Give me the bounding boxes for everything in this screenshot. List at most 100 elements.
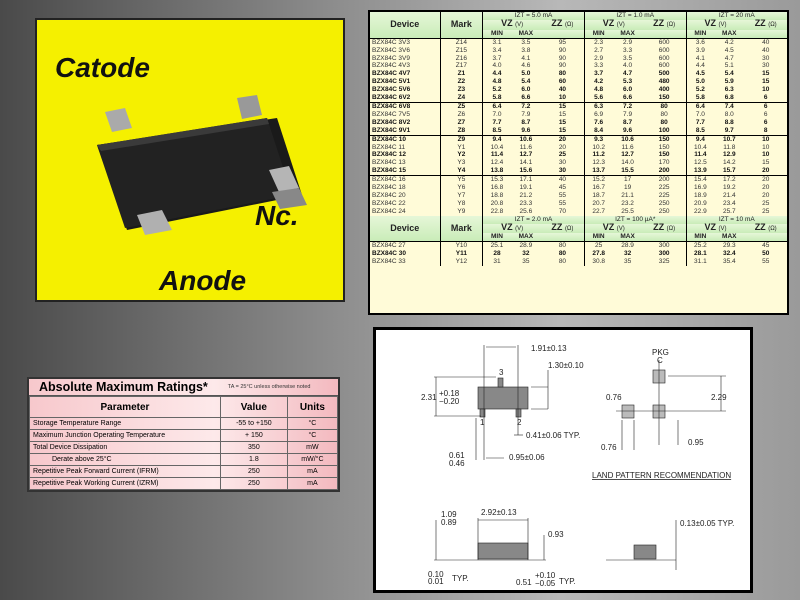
cell: 6.3	[583, 101, 613, 111]
rating-value: + 150	[219, 429, 288, 442]
dim-width: 1.91±0.13	[531, 344, 567, 353]
cell: 25	[762, 207, 770, 215]
catode-label: Catode	[55, 52, 150, 83]
cell: BZX84C 15	[372, 167, 406, 175]
cell: 28.1	[685, 250, 715, 259]
cell: 250	[658, 199, 670, 207]
cell: 30	[762, 62, 770, 70]
cell: Z6	[439, 110, 483, 119]
cell: Y6	[439, 184, 483, 192]
side-dim-min: 0.89	[441, 518, 457, 527]
cell: 17.2	[714, 175, 745, 185]
dim-pitch: 0.95±0.06	[509, 453, 545, 462]
cell: 12.7	[519, 151, 533, 159]
cell: BZX84C 3V6	[372, 46, 410, 54]
cell: 15.6	[519, 167, 533, 175]
component-photo: Catode Nc. Anode	[35, 18, 345, 302]
rating-value: 250	[219, 477, 288, 490]
pin1-label: 1	[480, 418, 485, 427]
device-header: Device	[370, 12, 441, 39]
pin2-label: 2	[517, 418, 522, 427]
side-dim-max: 1.09	[441, 510, 457, 519]
header-value: Value	[219, 396, 288, 418]
cell: 7.9	[521, 110, 531, 118]
cell: Z14	[439, 37, 483, 47]
rating-row: Repetitive Peak Forward Current (IFRM)25…	[29, 465, 339, 478]
cell: 30.8	[583, 258, 613, 267]
rating-param: Total Device Dissipation	[29, 441, 221, 454]
cell: 18.8	[482, 191, 511, 200]
cell: 3.3	[623, 46, 633, 54]
cell: 19.1	[519, 184, 533, 192]
device-header: Device	[370, 215, 441, 242]
cell: 7.4	[714, 101, 745, 111]
cell: 12.7	[621, 151, 634, 159]
cell: 22.7	[583, 207, 613, 216]
cell: 20	[744, 175, 787, 185]
cell: 55	[762, 258, 770, 266]
cell: 400	[658, 86, 670, 94]
cell: 8	[763, 126, 768, 134]
cell: BZX84C 8V2	[372, 118, 411, 126]
lead-thickness: 0.13±0.05 TYP.	[680, 519, 734, 528]
side-body-height: 0.93	[548, 530, 564, 539]
pkg-c-label: C	[657, 356, 663, 365]
cell: 9.4	[685, 134, 715, 144]
cell: 20.7	[583, 199, 613, 208]
rating-row: Maximum Junction Operating Temperature+ …	[29, 429, 339, 442]
test-current-header: IZT = 100 µA*	[583, 215, 687, 224]
cell: 8.7	[521, 118, 531, 126]
cell: BZX84C 5V1	[372, 78, 411, 86]
rating-value: 250	[219, 465, 288, 478]
side-length: 2.92±0.13	[481, 508, 517, 517]
cell: 23.3	[519, 199, 533, 207]
test-current-header: IZT = 5.0 mA	[482, 12, 585, 20]
cell: 19	[623, 184, 632, 192]
cell: 5.9	[724, 78, 734, 86]
foot-tol-plus: +0.10	[535, 571, 556, 580]
cell: 21.2	[519, 191, 533, 199]
cell: 4.1	[685, 54, 715, 63]
cell: 4.6	[521, 62, 531, 70]
cell: 8.8	[724, 118, 734, 126]
cell: 35	[522, 258, 530, 266]
cell: 19.2	[722, 184, 736, 192]
nc-label: Nc.	[255, 200, 299, 231]
rating-unit: mA	[286, 465, 339, 478]
cell: 20	[762, 191, 770, 199]
max-header: MAX	[714, 233, 745, 242]
cell: BZX84C 5V6	[372, 86, 411, 94]
rating-param: Repetitive Peak Forward Current (IFRM)	[29, 465, 221, 478]
cell: 4.8	[482, 78, 511, 87]
cell: 80	[660, 110, 668, 118]
cell: 6.4	[482, 101, 511, 111]
cell: 4.7	[724, 54, 734, 62]
cell: BZX84C 20	[372, 191, 406, 199]
cell: 3.4	[482, 46, 511, 55]
cell: 10	[762, 143, 770, 151]
cell: 15	[762, 78, 770, 86]
anode-label: Anode	[159, 265, 247, 296]
cell: Y2	[439, 151, 483, 160]
land-dim-3: 0.76	[601, 443, 617, 452]
cell: 20.8	[482, 199, 511, 208]
cell: 4.8	[583, 86, 613, 95]
cell: 6	[763, 94, 768, 102]
cell: 10.2	[583, 143, 613, 152]
cell: 25	[583, 241, 613, 251]
cell: Y1	[439, 143, 483, 152]
max-header: MAX	[612, 233, 643, 242]
cell: 6.4	[685, 101, 715, 111]
cell: BZX84C 3V3	[370, 37, 441, 47]
cell: 4.1	[521, 54, 531, 62]
cell: BZX84C 4V7	[372, 70, 411, 78]
